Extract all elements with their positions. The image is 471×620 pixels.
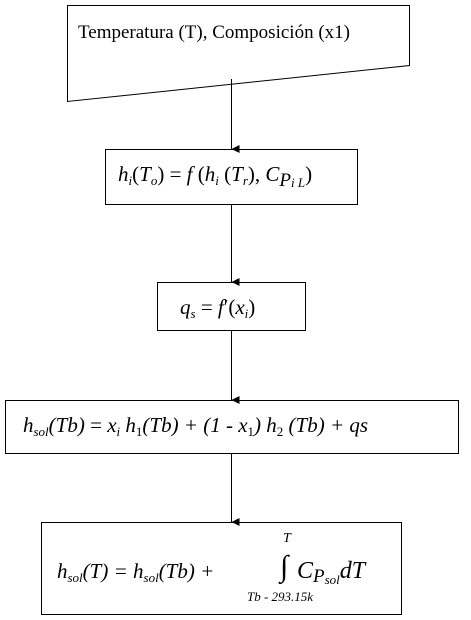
box-h-formula bbox=[105, 149, 358, 205]
final-formula-integrand: CPsoldT bbox=[297, 558, 366, 587]
integral-lower-limit: Tb - 293.15k bbox=[247, 589, 314, 604]
integral-sign: ∫ bbox=[280, 550, 289, 583]
hsol-tb-formula: hsol(Tb) = xi h1(Tb) + (1 - x1) h2 (Tb) … bbox=[23, 413, 369, 439]
input-node-label: Temperatura (T), Composición (x1) bbox=[78, 22, 350, 43]
input-node-shape bbox=[67, 5, 410, 103]
box-final-formula bbox=[41, 522, 402, 615]
final-formula-left: hsol(T) = hsol(Tb) + bbox=[57, 559, 215, 585]
box-hsol-tb-formula bbox=[5, 400, 459, 454]
box-q-formula bbox=[157, 282, 306, 331]
integral-upper-limit: T bbox=[283, 531, 291, 546]
h-formula: hi(To) = f (hi (Tr), CPi L) bbox=[118, 162, 313, 191]
q-formula: qs = f′(xi) bbox=[180, 295, 256, 321]
